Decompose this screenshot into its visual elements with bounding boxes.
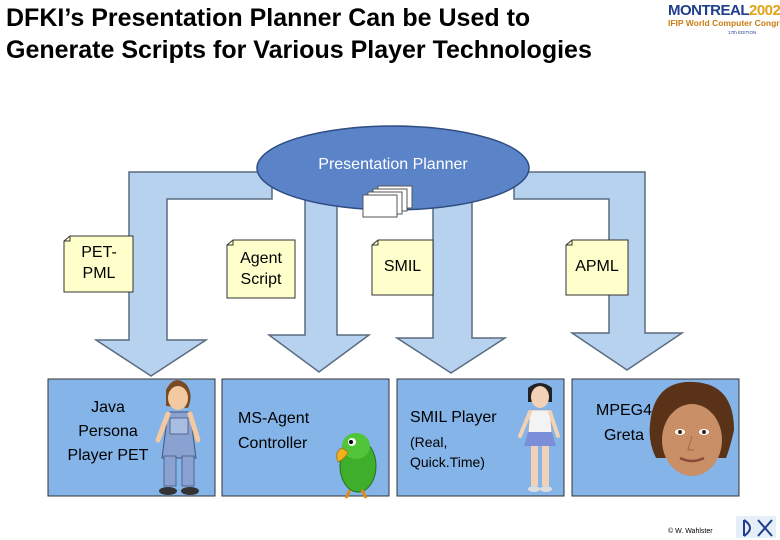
script-label-apml: APML [575,258,619,275]
note-agent-script [226,239,296,299]
flow-arrow-mpeg4 [513,171,685,371]
flow-arrow-smil [394,194,508,374]
logo-edition: 17th EDITION [728,30,757,35]
note-pet-pml [63,235,134,293]
pet-persona-character-icon [155,380,201,495]
logo-main-text: MONTREAL2002 [668,2,780,19]
slide-title: DFKI’s Presentation Planner Can be Used … [6,4,592,64]
note-smil [371,239,434,296]
script-label-agent-script: Agent Script [240,250,282,288]
presentation-planner-label: Presentation Planner [318,156,468,173]
player-label-ms-agent: MS-Agent Controller [238,410,310,452]
greta-head-icon [649,381,734,476]
montreal-2002-logo: MONTREAL2002 IFIP World Computer Congres… [668,2,780,40]
flow-arrow-agent [266,193,372,373]
player-label-pet: Java Persona Player PET [67,399,149,464]
player-label-smil: SMIL Player [410,409,497,426]
dfki-logo-icon [736,516,776,538]
smil-player-character-icon [518,383,560,492]
ms-agent-parrot-icon [336,433,377,499]
note-apml [565,239,629,296]
script-label-smil: SMIL [383,258,422,275]
logo-subtitle: IFIP World Computer Congress [668,18,780,28]
script-label-pet-pml: PET- PML [81,244,117,282]
copyright-text: © W. Wahlster [668,528,713,535]
player-sublabel-smil: (Real, Quick.Time) [410,434,485,470]
documents-icon [362,185,413,218]
player-label-mpeg4-greta: MPEG4 Greta [595,402,652,444]
